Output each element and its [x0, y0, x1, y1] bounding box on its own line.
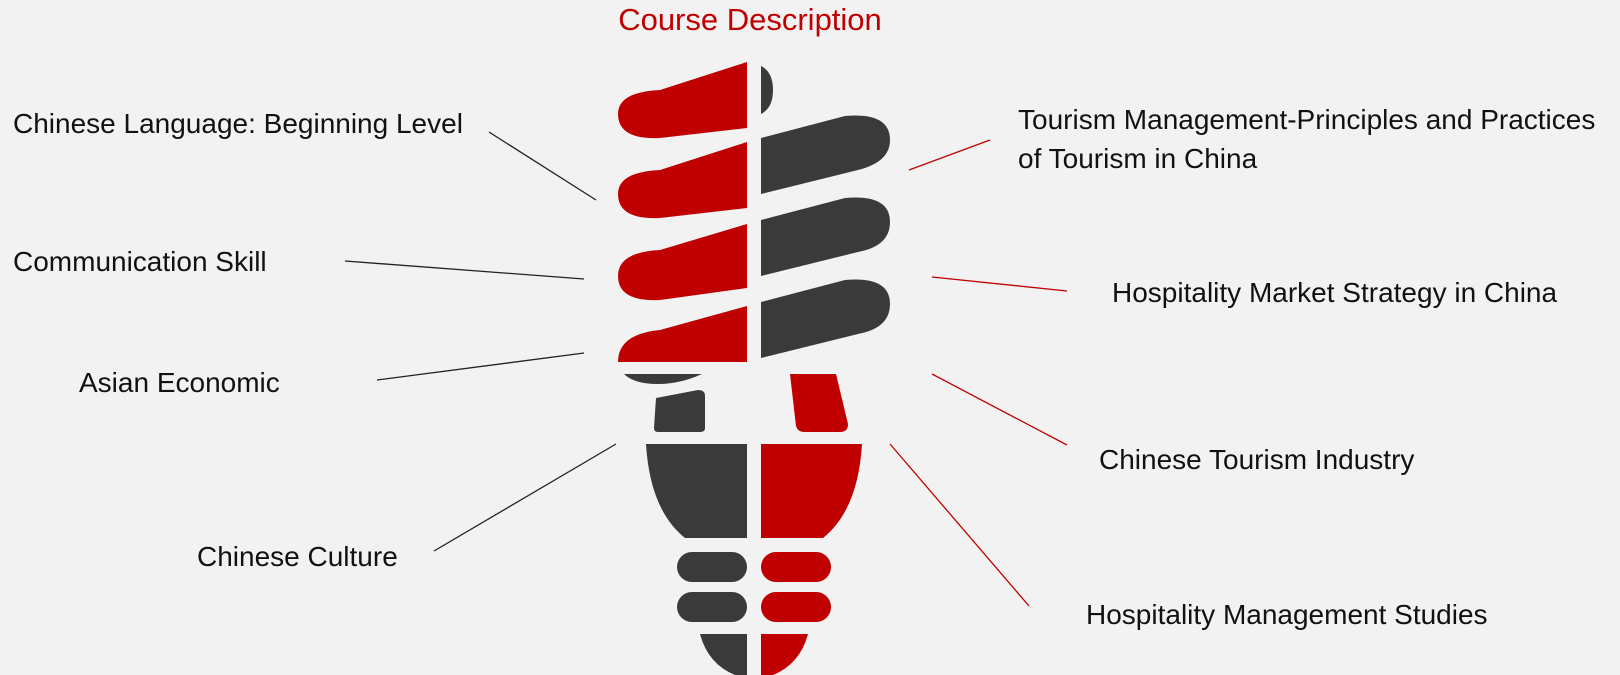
connector-left-3 [376, 352, 585, 381]
connector-left-2 [344, 260, 585, 280]
coil-row1-right [761, 115, 890, 194]
course-label-tourism-management-line1: Tourism Management-Principles and Practi… [1018, 104, 1596, 135]
neck-left-block [654, 390, 705, 432]
course-label-asian-economic: Asian Economic [79, 367, 280, 398]
coil-top-right [761, 66, 773, 114]
course-label-tourism-management-line2: of Tourism in China [1018, 143, 1258, 174]
bulb-coil [618, 62, 890, 362]
bulb-neck [624, 374, 848, 432]
neck-right-block [790, 374, 848, 432]
course-label-hospitality-management: Hospitality Management Studies [1086, 599, 1488, 630]
course-label-chinese-tourism: Chinese Tourism Industry [1099, 444, 1415, 475]
course-label-chinese-language: Chinese Language: Beginning Level [13, 108, 463, 139]
connector-right-4 [889, 443, 1030, 607]
coil-top-left [618, 62, 747, 139]
coil-row3-left [618, 306, 747, 362]
thread1-right [761, 552, 831, 582]
course-label-communication-skill: Communication Skill [13, 246, 267, 277]
connector-right-1 [908, 139, 991, 171]
neck-left-arc [624, 374, 702, 384]
coil-row2-right [761, 197, 890, 276]
connector-lines [344, 131, 1068, 607]
course-label-hospitality-market: Hospitality Market Strategy in China [1112, 277, 1558, 308]
thread2-left [677, 592, 747, 622]
page-title: Course Description [618, 2, 882, 37]
connector-right-2 [931, 276, 1068, 292]
tip-right [761, 634, 808, 675]
bulb-base [646, 444, 862, 675]
course-label-chinese-culture: Chinese Culture [197, 541, 398, 572]
coil-row3-right [761, 279, 890, 358]
connector-left-1 [488, 131, 597, 201]
base-left [646, 444, 747, 538]
course-label-tourism-management: Tourism Management-Principles and Practi… [1018, 100, 1595, 178]
thread2-right [761, 592, 831, 622]
base-right [761, 444, 862, 538]
coil-row1-left [618, 142, 747, 219]
connector-right-3 [931, 373, 1068, 446]
connector-left-4 [433, 443, 617, 552]
coil-row2-left [618, 224, 747, 301]
thread1-left [677, 552, 747, 582]
tip-left [700, 634, 747, 675]
